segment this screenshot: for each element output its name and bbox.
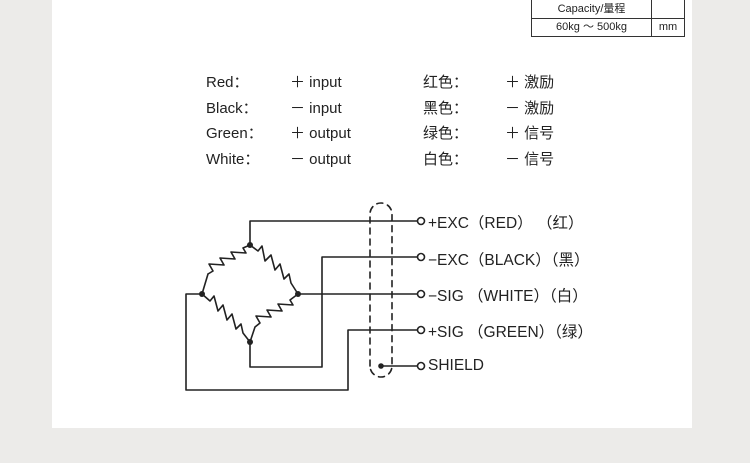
legend-signal: － 信号 — [505, 150, 555, 168]
wire-minus-exc — [249, 256, 419, 368]
terminal-label-minus-exc: −EXC（BLACK）（黑） — [428, 252, 590, 269]
legend-color: 黑色： — [423, 99, 469, 117]
capacity-range: 60kg ～ 500kg — [532, 18, 652, 36]
terminal-minus-exc — [416, 252, 426, 262]
legend-row: 黑色： － 激励 — [423, 96, 554, 122]
legend-row: White： － output — [206, 147, 351, 173]
spec-row-values: 60kg ～ 500kg mm — [532, 18, 684, 36]
legend-row: Red： ＋ input — [206, 70, 351, 96]
legend-color: 白色： — [423, 150, 469, 168]
diagram-card — [52, 0, 692, 428]
bridge — [201, 244, 299, 343]
legend-color: Black： — [206, 99, 258, 117]
legend-row: 红色： ＋ 激励 — [423, 70, 554, 96]
terminals — [416, 216, 426, 371]
legend-signal: ＋ input — [290, 74, 342, 91]
resistor-bottom-left — [201, 293, 251, 343]
legend-signal: － 激励 — [505, 99, 555, 117]
capacity-label: Capacity/量程 — [532, 0, 652, 18]
legend-signal: ＋ output — [290, 125, 351, 142]
legend-row: 白色： － 信号 — [423, 147, 554, 173]
terminal-plus-sig — [416, 325, 426, 335]
capacity-spec-table: Capacity/量程 60kg ～ 500kg mm — [531, 0, 685, 37]
terminal-shield — [416, 361, 426, 371]
legend-color: 红色： — [423, 74, 469, 91]
legend-color: Green： — [206, 125, 263, 142]
terminal-minus-sig — [416, 289, 426, 299]
terminal-label-plus-exc: +EXC（RED） （红） — [428, 215, 584, 232]
legend-signal: － input — [290, 99, 342, 117]
legend-signal: － output — [290, 150, 351, 168]
resistor-top-left — [201, 244, 251, 295]
terminal-label-plus-sig: +SIG （GREEN）（绿） — [428, 324, 593, 341]
legend-signal: ＋ 激励 — [505, 74, 555, 91]
legend-row: 绿色： ＋ 信号 — [423, 121, 554, 147]
wire-plus-exc — [249, 220, 419, 246]
resistor-bottom-right — [249, 293, 299, 343]
legend-color: Red： — [206, 74, 249, 91]
wires — [185, 220, 419, 391]
legend-color: White： — [206, 150, 260, 168]
shield-cable — [369, 202, 393, 378]
spec-row-header: Capacity/量程 — [532, 0, 684, 19]
terminal-label-shield: SHIELD — [428, 357, 484, 374]
wire-plus-sig — [185, 293, 419, 391]
capacity-unit: mm — [658, 21, 678, 33]
legend-row: Black： － input — [206, 96, 351, 122]
legend-signal: ＋ 信号 — [505, 125, 555, 142]
legend-row: Green： ＋ output — [206, 121, 351, 147]
legend-english: Red： ＋ input Black： － input Green： ＋ output… — [206, 70, 351, 172]
terminal-plus-exc — [416, 216, 426, 226]
terminal-label-minus-sig: −SIG （WHITE）（白） — [428, 288, 588, 305]
legend-chinese: 红色： ＋ 激励 黑色： － 激励 绿色： ＋ 信号 白色： － 信号 — [423, 70, 554, 172]
resistor-top-right — [249, 244, 299, 295]
legend-color: 绿色： — [423, 125, 469, 142]
